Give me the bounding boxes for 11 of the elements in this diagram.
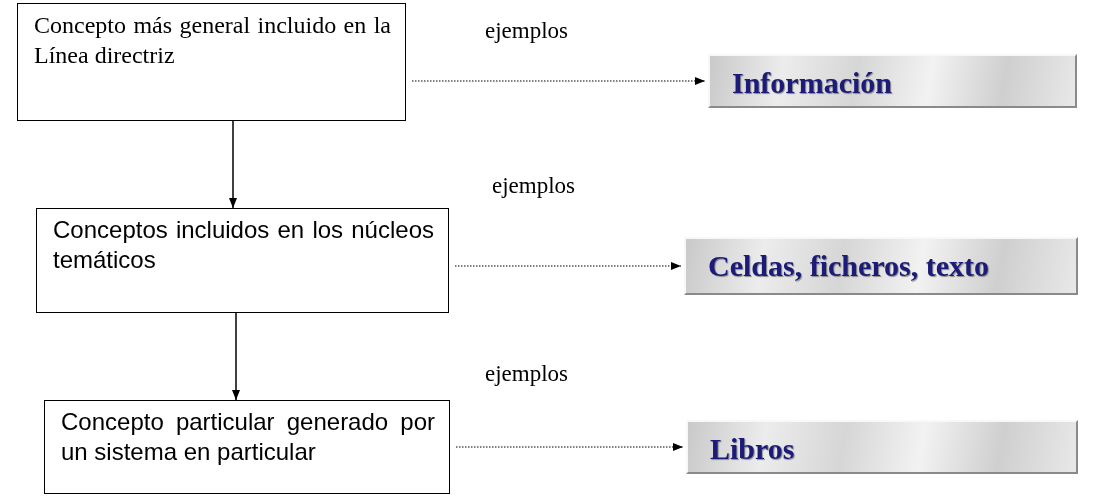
example-box: Libros xyxy=(686,420,1078,474)
concept-box: Conceptos incluidos en los núcleos temáticos xyxy=(36,208,449,313)
arrow xyxy=(411,77,706,85)
example-box: Celdas, ficheros, texto xyxy=(684,237,1078,295)
concept-box: Concepto particular generado por un sistema en particular xyxy=(44,400,450,494)
concept-box: Concepto más general incluido en la Línea directriz xyxy=(17,3,406,121)
arrow xyxy=(229,120,237,209)
arrow xyxy=(455,443,684,451)
example-box: Información xyxy=(708,54,1077,108)
arrow xyxy=(232,312,240,401)
arrow xyxy=(454,262,682,270)
